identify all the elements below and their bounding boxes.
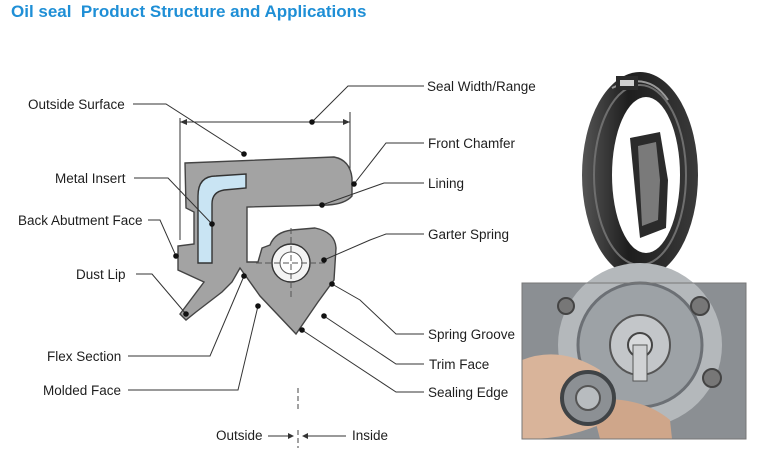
- seal-cross-section: [177, 112, 353, 448]
- label-back-abutment-face: Back Abutment Face: [18, 213, 143, 228]
- garter-spring: [256, 228, 326, 300]
- label-molded-face: Molded Face: [43, 383, 121, 398]
- label-outside-surface: Outside Surface: [28, 97, 125, 112]
- label-trim-face: Trim Face: [429, 357, 489, 372]
- leader-lines: [128, 85, 424, 393]
- label-front-chamfer: Front Chamfer: [428, 136, 516, 151]
- label-outside: Outside: [216, 428, 263, 443]
- label-seal-width-range: Seal Width/Range: [427, 79, 536, 94]
- label-flex-section: Flex Section: [47, 349, 121, 364]
- application-photo: [521, 263, 747, 440]
- label-inside: Inside: [352, 428, 388, 443]
- label-metal-insert: Metal Insert: [55, 171, 126, 186]
- label-spring-groove: Spring Groove: [428, 327, 515, 342]
- label-lining: Lining: [428, 176, 464, 191]
- rubber-body: [177, 156, 353, 336]
- label-sealing-edge: Sealing Edge: [428, 385, 508, 400]
- page-title: Oil seal Product Structure and Applicati…: [11, 2, 367, 21]
- metal-insert: [197, 173, 247, 264]
- label-garter-spring: Garter Spring: [428, 227, 509, 242]
- label-dust-lip: Dust Lip: [76, 267, 126, 282]
- oil-seal-photo: [582, 72, 698, 278]
